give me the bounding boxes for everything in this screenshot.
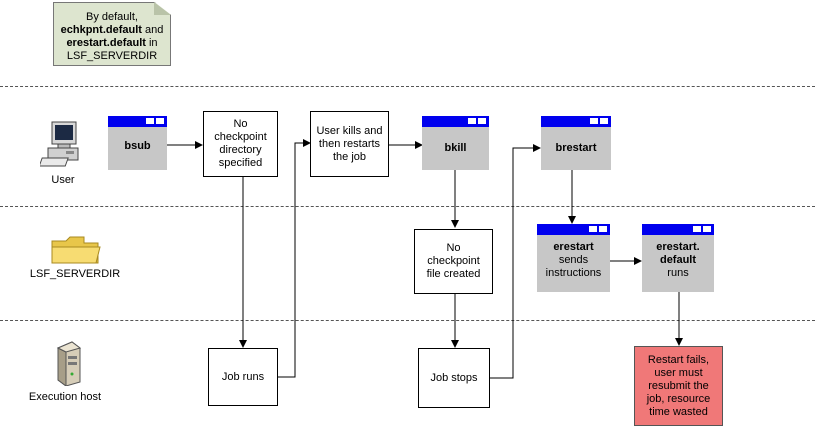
note-line-1: By default, <box>86 11 138 23</box>
erestart-window: erestart sends instructions <box>537 224 610 292</box>
job-runs-box: Job runs <box>208 348 278 406</box>
lane-label-serverdir: LSF_SERVERDIR <box>29 268 121 280</box>
titlebar <box>642 224 714 235</box>
note-erestart: erestart.default <box>66 37 146 49</box>
titlebar <box>537 224 610 235</box>
titlebar <box>541 116 611 127</box>
no-checkpoint-dir-text: No checkpoint directory specified <box>214 118 267 169</box>
no-checkpoint-file-box: No checkpoint file created <box>414 229 493 294</box>
user-kills-text: User kills and then restarts the job <box>316 124 383 163</box>
titlebar <box>108 116 167 127</box>
lane-divider-top <box>0 86 815 87</box>
bsub-command-window: bsub <box>108 116 167 170</box>
erestart-instructions: instructions <box>545 267 602 279</box>
lane-divider-middle <box>0 206 815 207</box>
brestart-label: brestart <box>555 142 597 154</box>
erestart-default-runs: runs <box>667 267 689 279</box>
restart-fails-text: Restart fails, user must resubmit the jo… <box>646 353 711 418</box>
job-runs-text: Job runs <box>221 370 265 383</box>
note-echkpnt: echkpnt.default <box>60 24 142 36</box>
no-checkpoint-file-text: No checkpoint file created <box>426 242 481 280</box>
job-stops-box: Job stops <box>418 348 490 408</box>
erestart-title: erestart <box>553 241 594 253</box>
note-in: in <box>145 37 158 49</box>
default-location-note: By default, echkpnt.default and erestart… <box>53 2 171 66</box>
note-line-3: erestart.default in <box>58 37 166 50</box>
lane-divider-bottom <box>0 320 815 321</box>
note-line-2: echkpnt.default and <box>58 24 166 37</box>
erestart-default-title-1: erestart. <box>656 241 700 253</box>
erestart-sends: sends <box>558 254 589 266</box>
titlebar <box>422 116 489 127</box>
note-line-4: LSF_SERVERDIR <box>66 50 158 62</box>
erestart-default-window: erestart. default runs <box>642 224 714 292</box>
folder-icon <box>51 236 101 264</box>
brestart-command-window: brestart <box>541 116 611 170</box>
note-and: and <box>141 24 164 36</box>
bsub-label: bsub <box>124 140 151 152</box>
user-kills-box: User kills and then restarts the job <box>310 111 389 177</box>
job-stops-text: Job stops <box>430 371 478 384</box>
erestart-default-title-2: default <box>659 254 697 266</box>
lane-label-execution-host: Execution host <box>28 391 102 403</box>
restart-fails-box: Restart fails, user must resubmit the jo… <box>634 346 723 426</box>
lane-label-user: User <box>51 174 75 186</box>
bkill-label: bkill <box>444 142 467 154</box>
server-icon <box>56 341 82 386</box>
no-checkpoint-dir-box: No checkpoint directory specified <box>203 111 278 177</box>
computer-icon <box>40 121 79 167</box>
bkill-command-window: bkill <box>422 116 489 170</box>
